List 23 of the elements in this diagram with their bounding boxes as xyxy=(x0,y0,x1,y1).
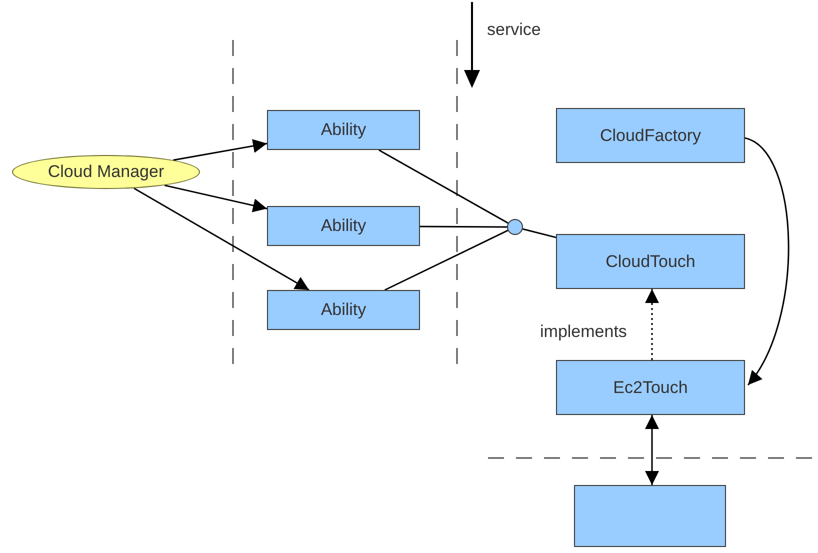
node-label: CloudFactory xyxy=(600,126,702,146)
node-label: Cloud Manager xyxy=(48,162,164,182)
connector-arrow xyxy=(134,188,310,291)
connector-arrow xyxy=(744,137,790,386)
class-box xyxy=(556,108,745,163)
annotation-label: service xyxy=(487,20,541,40)
connector-arrow xyxy=(173,139,268,161)
connector-arrow xyxy=(645,415,659,485)
connector-arrow xyxy=(645,289,659,360)
connector-arrow xyxy=(164,184,268,212)
class-box xyxy=(267,110,420,150)
node-label: CloudTouch xyxy=(606,252,696,272)
node-label: Ec2Touch xyxy=(613,378,688,398)
junction-circle xyxy=(507,219,523,235)
node-label: Ability xyxy=(320,300,366,320)
class-box xyxy=(267,290,420,330)
class-box xyxy=(574,485,726,547)
class-box xyxy=(267,206,420,246)
node-label: Ability xyxy=(320,216,366,236)
class-box xyxy=(556,234,745,289)
edge-label: implements xyxy=(540,322,627,342)
node-label: Ability xyxy=(320,120,366,140)
class-box xyxy=(556,360,745,415)
